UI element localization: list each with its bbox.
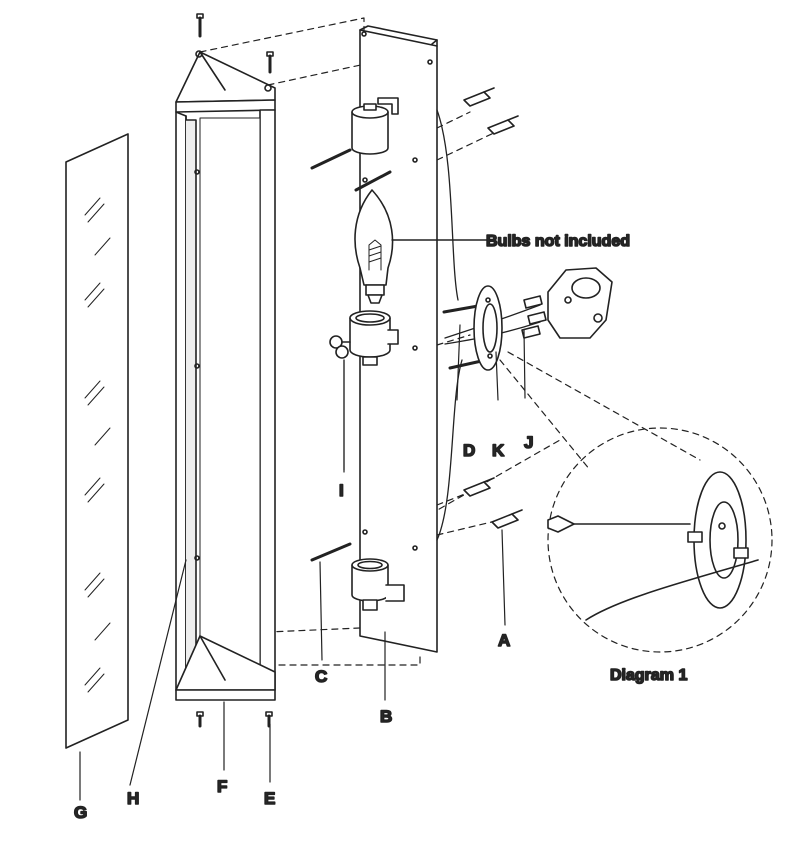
junction-box (547, 267, 613, 339)
label-H: H (127, 789, 139, 808)
wire-nuts (521, 295, 547, 339)
candle-bulb (354, 189, 489, 304)
mounting-screws (310, 148, 488, 562)
label-B: B (380, 707, 392, 726)
wall-anchors (463, 87, 523, 529)
fixture-frame (175, 50, 276, 701)
bottom-socket-cup (351, 558, 405, 611)
diagram-caption: Diagram 1 (610, 667, 687, 684)
label-D: D (463, 441, 475, 460)
label-K: K (492, 441, 505, 460)
bulbs-note: Bulbs not included (486, 233, 630, 250)
label-A: A (498, 631, 510, 650)
label-E: E (264, 789, 275, 808)
detail-inset (547, 427, 773, 653)
label-F: F (217, 777, 227, 796)
label-C: C (315, 667, 327, 686)
label-I: I (339, 481, 344, 500)
mounting-plate (473, 285, 503, 371)
frame-screws (196, 13, 274, 728)
top-socket-cup (351, 97, 399, 155)
leader-lines (79, 324, 526, 801)
glass-reflection-marks (84, 197, 111, 693)
glass-panel (65, 133, 129, 749)
label-G: G (74, 803, 87, 822)
label-J: J (524, 433, 533, 452)
